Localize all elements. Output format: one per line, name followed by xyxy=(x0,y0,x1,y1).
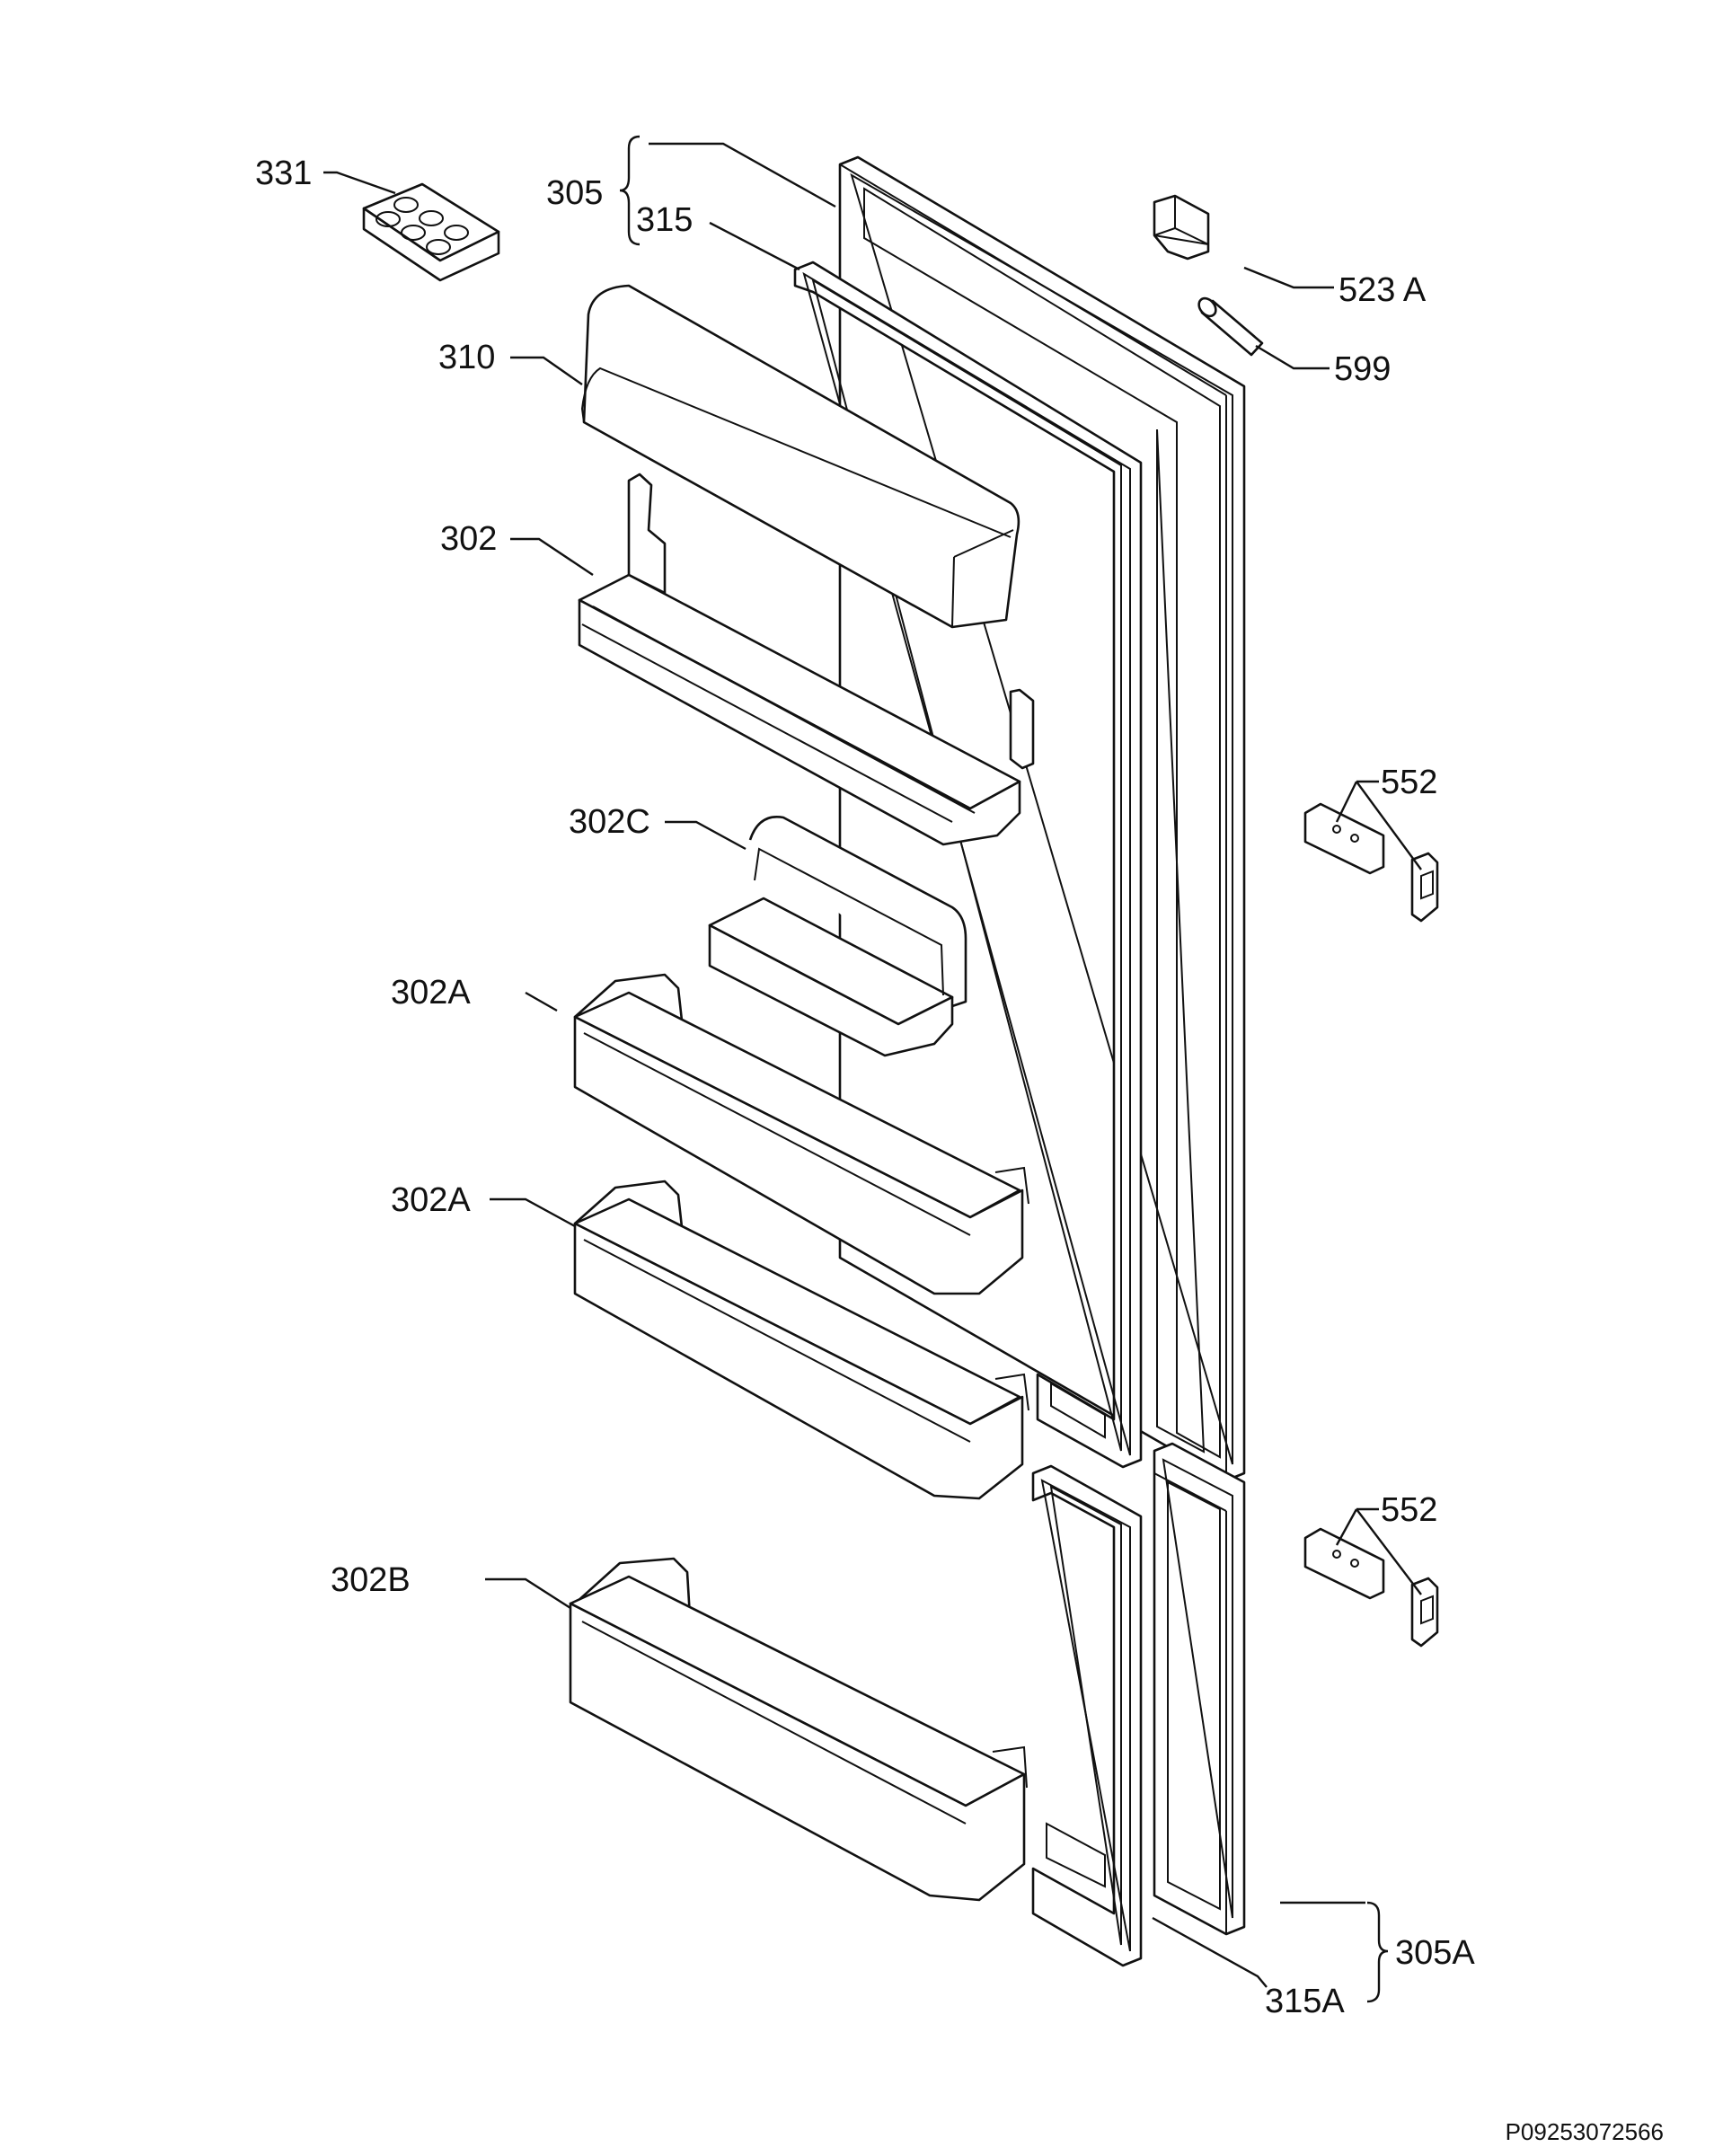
upper-door-gasket xyxy=(793,261,1143,1469)
callout-552-upper: 552 xyxy=(1381,764,1437,801)
callout-315A: 315A xyxy=(1265,1983,1345,2020)
lower-door-gasket xyxy=(1031,1464,1143,1967)
callout-523A: 523 A xyxy=(1339,271,1427,309)
callout-305A: 305A xyxy=(1395,1934,1475,1972)
hinge-bracket-lower xyxy=(1303,1527,1439,1648)
callout-302B: 302B xyxy=(331,1561,411,1599)
small-door-shelf-302C xyxy=(708,815,967,1057)
callout-305: 305 xyxy=(546,174,603,212)
callout-302A-lower: 302A xyxy=(391,1181,471,1219)
lower-door-panel xyxy=(1153,1442,1246,1936)
hinge-bracket-upper xyxy=(1303,802,1439,923)
callout-331: 331 xyxy=(255,155,312,192)
callout-552-lower: 552 xyxy=(1381,1491,1437,1529)
door-shelf-302 xyxy=(578,473,1035,846)
callout-302C: 302C xyxy=(569,803,650,841)
callout-labels: 331 305 315 310 302 302C 302A 302A 302B … xyxy=(255,155,1475,2020)
reference-code: P09253072566 xyxy=(1506,2118,1664,2145)
hinge-pin xyxy=(1197,296,1264,357)
callout-302: 302 xyxy=(440,520,497,558)
callout-302A-upper: 302A xyxy=(391,974,471,1012)
dairy-compartment xyxy=(580,284,1020,629)
callout-315: 315 xyxy=(636,201,693,239)
egg-tray xyxy=(362,182,500,282)
callout-310: 310 xyxy=(438,339,495,376)
leader-lines xyxy=(323,135,1422,2003)
hinge-cover xyxy=(1153,194,1210,261)
door-shelf-302A-upper xyxy=(573,973,1029,1295)
door-shelf-302B xyxy=(569,1557,1028,1902)
callout-599: 599 xyxy=(1334,350,1391,388)
door-shelf-302A-lower xyxy=(573,1180,1029,1500)
